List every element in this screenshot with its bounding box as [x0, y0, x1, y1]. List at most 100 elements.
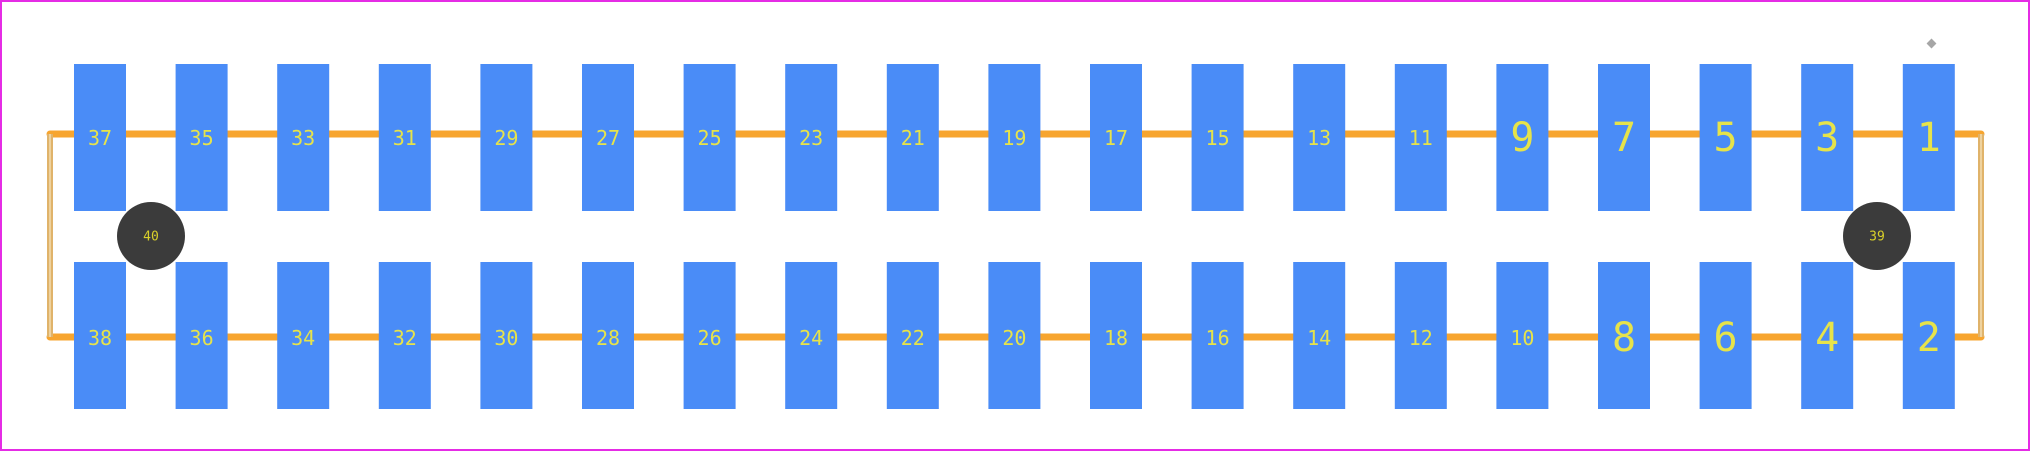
bottom-pad-10[interactable]: 10 — [1496, 262, 1549, 409]
bottom-pad-18[interactable]: 18 — [1090, 262, 1142, 409]
top-pad-29[interactable]: 29 — [480, 64, 533, 211]
pad-label: 10 — [1510, 326, 1534, 350]
pad-label: 24 — [799, 326, 823, 350]
pad-body[interactable] — [683, 64, 736, 211]
pad-body[interactable] — [1598, 64, 1650, 211]
hole-body[interactable] — [1843, 202, 1911, 270]
pad-label: 29 — [494, 126, 518, 150]
pad-body[interactable] — [683, 262, 736, 409]
bottom-pad-38[interactable]: 38 — [74, 262, 126, 409]
pad-body[interactable] — [1902, 262, 1955, 409]
pad-body[interactable] — [582, 262, 634, 409]
bottom-pad-30[interactable]: 30 — [480, 262, 533, 409]
bottom-pad-2[interactable]: 2 — [1902, 262, 1955, 409]
top-pad-23[interactable]: 23 — [785, 64, 838, 211]
bottom-pad-14[interactable]: 14 — [1293, 262, 1346, 409]
pad-label: 21 — [901, 126, 925, 150]
mounting-hole-39[interactable]: 39 — [1843, 202, 1911, 270]
pad-body[interactable] — [1191, 64, 1244, 211]
bottom-pad-8[interactable]: 8 — [1598, 262, 1650, 409]
hole-body[interactable] — [117, 202, 185, 270]
top-pad-31[interactable]: 31 — [378, 64, 431, 211]
pad-body[interactable] — [886, 64, 939, 211]
pad-body[interactable] — [1293, 262, 1346, 409]
top-pad-11[interactable]: 11 — [1394, 64, 1447, 211]
pad-body[interactable] — [1090, 64, 1142, 211]
pad-label: 16 — [1206, 326, 1230, 350]
pad-body[interactable] — [1394, 262, 1447, 409]
pad-label: 7 — [1612, 115, 1636, 161]
pad-body[interactable] — [480, 64, 533, 211]
pad-body[interactable] — [886, 262, 939, 409]
pad-body[interactable] — [1699, 262, 1752, 409]
pad-body[interactable] — [480, 262, 533, 409]
pad-label: 19 — [1002, 126, 1026, 150]
bottom-pad-6[interactable]: 6 — [1699, 262, 1752, 409]
top-pad-33[interactable]: 33 — [277, 64, 330, 211]
pad-label: 13 — [1307, 126, 1331, 150]
pad-body[interactable] — [175, 262, 228, 409]
pad-body[interactable] — [175, 64, 228, 211]
bottom-pad-12[interactable]: 12 — [1394, 262, 1447, 409]
mounting-hole-40[interactable]: 40 — [117, 202, 185, 270]
bottom-pad-34[interactable]: 34 — [277, 262, 330, 409]
pad-body[interactable] — [378, 64, 431, 211]
top-pad-25[interactable]: 25 — [683, 64, 736, 211]
pad-body[interactable] — [785, 64, 838, 211]
bottom-pad-36[interactable]: 36 — [175, 262, 228, 409]
top-pad-7[interactable]: 7 — [1598, 64, 1650, 211]
pad-label: 33 — [291, 126, 315, 150]
pad-body[interactable] — [988, 64, 1041, 211]
top-pad-3[interactable]: 3 — [1801, 64, 1854, 211]
pad-body[interactable] — [74, 64, 126, 211]
bottom-pad-28[interactable]: 28 — [582, 262, 634, 409]
bottom-pad-20[interactable]: 20 — [988, 262, 1041, 409]
pad-body[interactable] — [1496, 262, 1549, 409]
pad-label: 1 — [1917, 115, 1941, 161]
top-pad-9[interactable]: 9 — [1496, 64, 1549, 211]
hole-label: 40 — [143, 230, 159, 245]
pad-body[interactable] — [1394, 64, 1447, 211]
top-pad-37[interactable]: 37 — [74, 64, 126, 211]
top-pad-15[interactable]: 15 — [1191, 64, 1244, 211]
top-pad-1[interactable]: 1 — [1902, 64, 1955, 211]
top-pad-19[interactable]: 19 — [988, 64, 1041, 211]
pad-body[interactable] — [1293, 64, 1346, 211]
bottom-pad-22[interactable]: 22 — [886, 262, 939, 409]
pad-body[interactable] — [378, 262, 431, 409]
pad-body[interactable] — [785, 262, 838, 409]
bottom-pad-24[interactable]: 24 — [785, 262, 838, 409]
pad-body[interactable] — [1902, 64, 1955, 211]
top-pad-21[interactable]: 21 — [886, 64, 939, 211]
pad-label: 4 — [1815, 315, 1839, 361]
pad-body[interactable] — [1598, 262, 1650, 409]
bottom-pad-26[interactable]: 26 — [683, 262, 736, 409]
pad-label: 23 — [799, 126, 823, 150]
bottom-pad-4[interactable]: 4 — [1801, 262, 1854, 409]
pad-label: 31 — [393, 126, 417, 150]
pad-body[interactable] — [277, 64, 330, 211]
pad-body[interactable] — [1090, 262, 1142, 409]
pad-body[interactable] — [1496, 64, 1549, 211]
top-pad-17[interactable]: 17 — [1090, 64, 1142, 211]
pad-label: 27 — [596, 126, 620, 150]
top-pad-5[interactable]: 5 — [1699, 64, 1752, 211]
top-pad-35[interactable]: 35 — [175, 64, 228, 211]
pad-body[interactable] — [1801, 64, 1854, 211]
bottom-pad-16[interactable]: 16 — [1191, 262, 1244, 409]
pad-body[interactable] — [1699, 64, 1752, 211]
pad-label: 38 — [88, 326, 112, 350]
top-pad-13[interactable]: 13 — [1293, 64, 1346, 211]
bottom-pad-32[interactable]: 32 — [378, 262, 431, 409]
pad-label: 34 — [291, 326, 315, 350]
pad-body[interactable] — [582, 64, 634, 211]
top-pad-27[interactable]: 27 — [582, 64, 634, 211]
pin1-marker-group — [1926, 38, 1937, 49]
pad-body[interactable] — [1801, 262, 1854, 409]
pad-body[interactable] — [988, 262, 1041, 409]
pad-body[interactable] — [277, 262, 330, 409]
pad-body[interactable] — [1191, 262, 1244, 409]
pad-body[interactable] — [74, 262, 126, 409]
pad-label: 6 — [1714, 315, 1738, 361]
